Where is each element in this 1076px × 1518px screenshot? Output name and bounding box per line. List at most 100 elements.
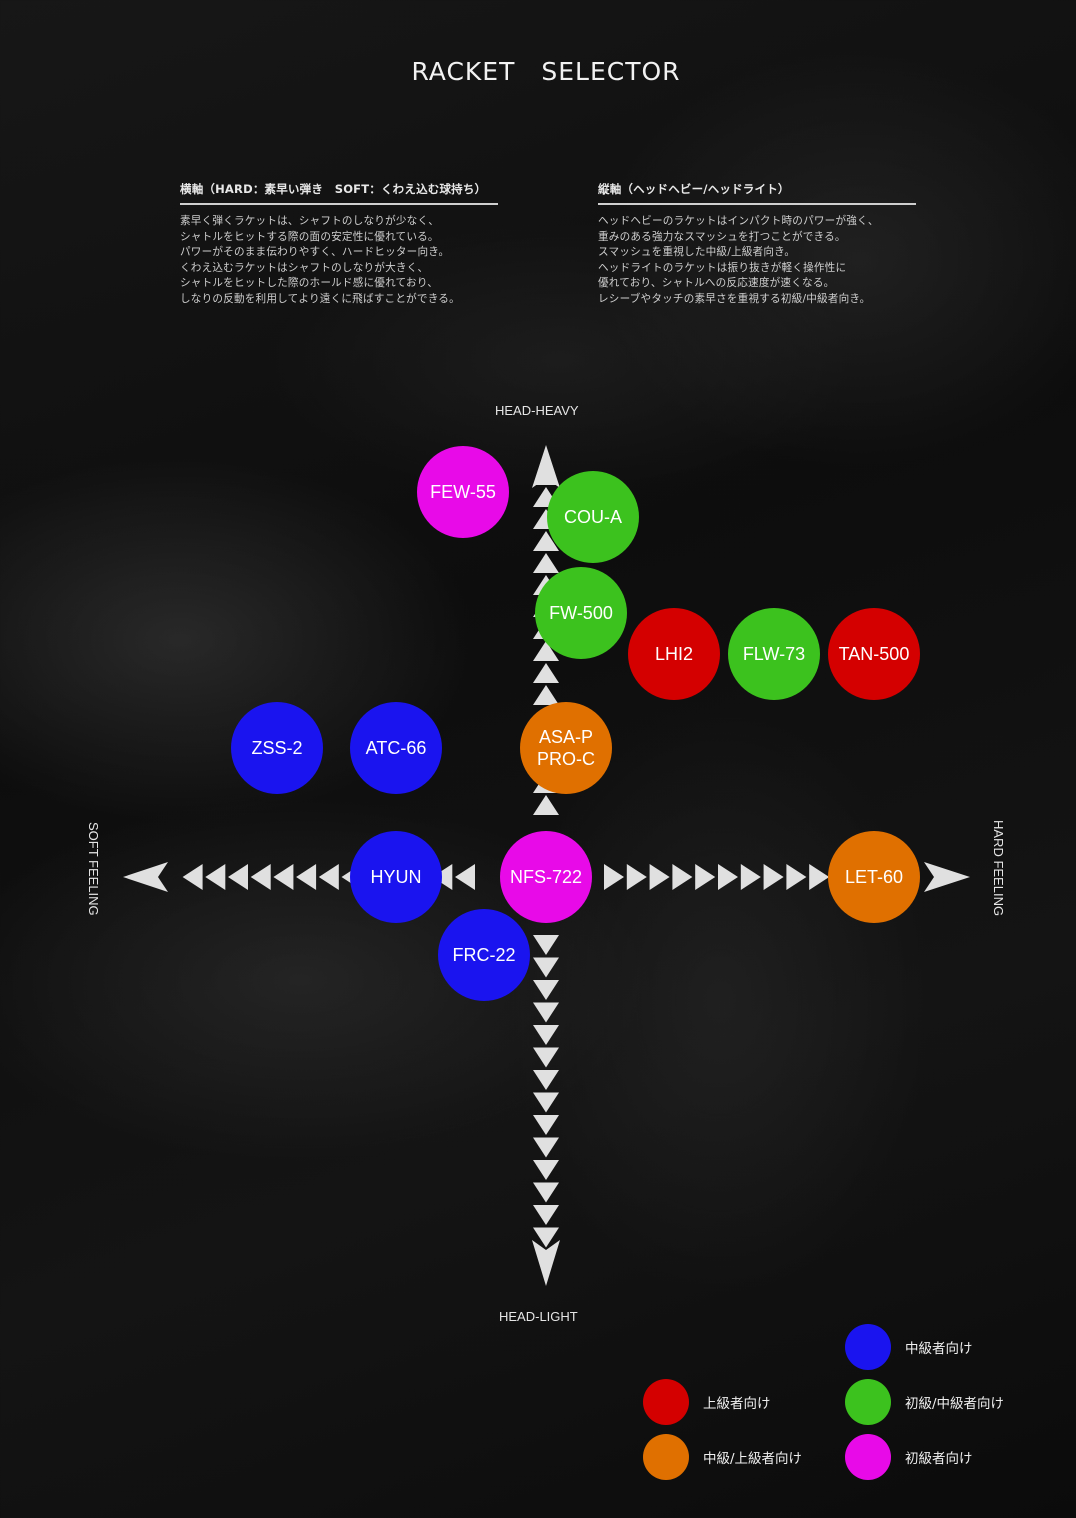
horizontal-axis-heading: 横軸（HARD：素早い弾き SOFT：くわえ込む球持ち） bbox=[180, 181, 498, 205]
arrow-up-icon bbox=[533, 795, 559, 815]
axis-label-bottom: HEAD-LIGHT bbox=[499, 1309, 578, 1324]
arrow-down-icon bbox=[533, 1002, 559, 1023]
racket-bubble[interactable]: ATC-66 bbox=[350, 702, 442, 794]
racket-name: FRC-22 bbox=[452, 945, 516, 965]
arrow-left-icon bbox=[432, 864, 453, 890]
racket-name: NFS-722 bbox=[509, 867, 583, 887]
vertical-axis-body: ヘッドヘビーのラケットはインパクト時のパワーが強く、 重みのある強力なスマッシュ… bbox=[598, 214, 916, 308]
arrow-left-icon bbox=[228, 864, 248, 890]
legend-label: 中級/上級者向け bbox=[703, 1451, 803, 1467]
arrow-right-icon bbox=[763, 864, 784, 890]
arrow-down-icon bbox=[533, 1070, 559, 1090]
arrowhead-down-icon bbox=[532, 1240, 560, 1286]
desc-line: 素早く弾くラケットは、シャフトのしなりが少なく、 bbox=[180, 215, 440, 227]
legend-color-swatch bbox=[643, 1434, 689, 1480]
arrow-right-icon bbox=[695, 864, 716, 890]
arrow-right-icon bbox=[786, 864, 807, 890]
arrow-left-icon bbox=[250, 864, 271, 890]
legend-label: 初級者向け bbox=[905, 1451, 973, 1467]
racket-bubble[interactable]: COU-A bbox=[547, 471, 639, 563]
arrow-up-icon bbox=[533, 641, 559, 661]
arrow-down-icon bbox=[533, 1160, 559, 1180]
racket-name: LET-60 bbox=[844, 867, 904, 887]
arrow-down-icon bbox=[533, 1047, 559, 1068]
legend-item: 上級者向け bbox=[643, 1379, 771, 1425]
desc-line: ヘッドヘビーのラケットはインパクト時のパワーが強く、 bbox=[598, 215, 879, 227]
racket-name: ASA-P PRO-C bbox=[537, 727, 595, 769]
arrowhead-up-icon bbox=[532, 445, 560, 488]
racket-name: FW-500 bbox=[549, 603, 613, 623]
racket-bubble[interactable]: FRC-22 bbox=[438, 909, 530, 1001]
arrow-right-icon bbox=[672, 864, 693, 890]
legend-label: 中級者向け bbox=[905, 1341, 973, 1357]
axis-label-top: HEAD-HEAVY bbox=[495, 403, 579, 418]
racket-name: ZSS-2 bbox=[251, 738, 303, 758]
arrow-right-icon bbox=[718, 864, 738, 890]
legend-color-swatch bbox=[845, 1324, 891, 1370]
racket-name: TAN-500 bbox=[838, 644, 910, 664]
desc-line: くわえ込むラケットはシャフトのしなりが大きく、 bbox=[180, 261, 429, 274]
horizontal-axis-body: 素早く弾くラケットは、シャフトのしなりが少なく、 シャトルをヒットする際の面の安… bbox=[180, 214, 498, 308]
arrow-down-icon bbox=[533, 1115, 559, 1135]
racket-bubble[interactable]: FLW-73 bbox=[728, 608, 820, 700]
racket-name: ATC-66 bbox=[365, 738, 427, 758]
arrow-down-icon bbox=[533, 1205, 559, 1225]
arrow-right-icon bbox=[604, 864, 624, 890]
desc-line: シャトルをヒットした際のホールド感に優れており、 bbox=[180, 277, 438, 290]
legend-item: 中級者向け bbox=[845, 1324, 973, 1370]
arrow-left-icon bbox=[318, 864, 339, 890]
arrow-left-icon bbox=[273, 864, 294, 890]
arrow-down-icon bbox=[533, 935, 559, 955]
desc-line: スマッシュを重視した中級/上級者向き。 bbox=[598, 246, 796, 259]
legend-item: 初級者向け bbox=[845, 1434, 973, 1480]
racket-bubble[interactable]: ZSS-2 bbox=[231, 702, 323, 794]
racket-bubble[interactable]: FEW-55 bbox=[417, 446, 509, 538]
arrow-down-icon bbox=[533, 980, 559, 1000]
desc-line: レシーブやタッチの素早さを重視する初級/中級者向き。 bbox=[598, 292, 871, 305]
desc-line: 重みのある強力なスマッシュを打つことができる。 bbox=[598, 230, 846, 243]
racket-bubble[interactable]: LHI2 bbox=[628, 608, 720, 700]
arrow-down-icon bbox=[533, 1182, 559, 1203]
desc-line: シャトルをヒットする際の面の安定性に優れている。 bbox=[180, 230, 439, 243]
arrow-up-icon bbox=[533, 531, 559, 551]
arrow-down-icon bbox=[533, 1025, 559, 1045]
vertical-axis-heading: 縦軸（ヘッドヘビー/ヘッドライト） bbox=[598, 181, 916, 205]
arrow-down-icon bbox=[533, 1092, 559, 1113]
arrow-right-icon bbox=[809, 864, 830, 890]
axis-label-right: HARD FEELING bbox=[991, 820, 1006, 917]
legend-label: 上級者向け bbox=[703, 1396, 771, 1412]
racket-bubble[interactable]: ASA-P PRO-C bbox=[520, 702, 612, 794]
arrow-left-icon bbox=[182, 864, 203, 890]
racket-name: COU-A bbox=[564, 507, 622, 527]
legend-item: 初級/中級者向け bbox=[845, 1379, 1004, 1425]
arrow-left-icon bbox=[205, 864, 226, 890]
arrow-down-icon bbox=[533, 1137, 559, 1158]
vertical-axis-description: 縦軸（ヘッドヘビー/ヘッドライト） ヘッドヘビーのラケットはインパクト時のパワー… bbox=[598, 181, 916, 308]
arrow-up-icon bbox=[533, 553, 559, 573]
arrow-down-icon bbox=[533, 1227, 559, 1248]
legend-color-swatch bbox=[845, 1379, 891, 1425]
racket-name: LHI2 bbox=[654, 644, 694, 664]
racket-bubble[interactable]: TAN-500 bbox=[828, 608, 920, 700]
legend-color-swatch bbox=[643, 1379, 689, 1425]
page-title: RACKET SELECTOR bbox=[411, 57, 681, 86]
arrow-down-icon bbox=[533, 957, 559, 978]
legend-label: 初級/中級者向け bbox=[905, 1396, 1005, 1412]
racket-name: FLW-73 bbox=[742, 644, 806, 664]
racket-bubble[interactable]: NFS-722 bbox=[500, 831, 592, 923]
legend-color-swatch bbox=[845, 1434, 891, 1480]
arrow-left-icon bbox=[296, 864, 317, 890]
desc-line: しなりの反動を利用してより遠くに飛ばすことができる。 bbox=[180, 292, 460, 305]
racket-bubble[interactable]: LET-60 bbox=[828, 831, 920, 923]
racket-name: FEW-55 bbox=[430, 482, 496, 502]
legend-item: 中級/上級者向け bbox=[643, 1434, 802, 1480]
racket-name: HYUN bbox=[370, 867, 422, 887]
desc-line: パワーがそのまま伝わりやすく、ハードヒッター向き。 bbox=[180, 246, 450, 259]
racket-bubble[interactable]: HYUN bbox=[350, 831, 442, 923]
desc-line: 優れており、シャトルへの反応速度が速くなる。 bbox=[598, 277, 835, 290]
arrow-up-icon bbox=[533, 663, 559, 683]
racket-bubble[interactable]: FW-500 bbox=[535, 567, 627, 659]
arrow-up-icon bbox=[533, 685, 559, 705]
arrowhead-left-icon bbox=[123, 862, 168, 892]
arrow-right-icon bbox=[649, 864, 670, 890]
